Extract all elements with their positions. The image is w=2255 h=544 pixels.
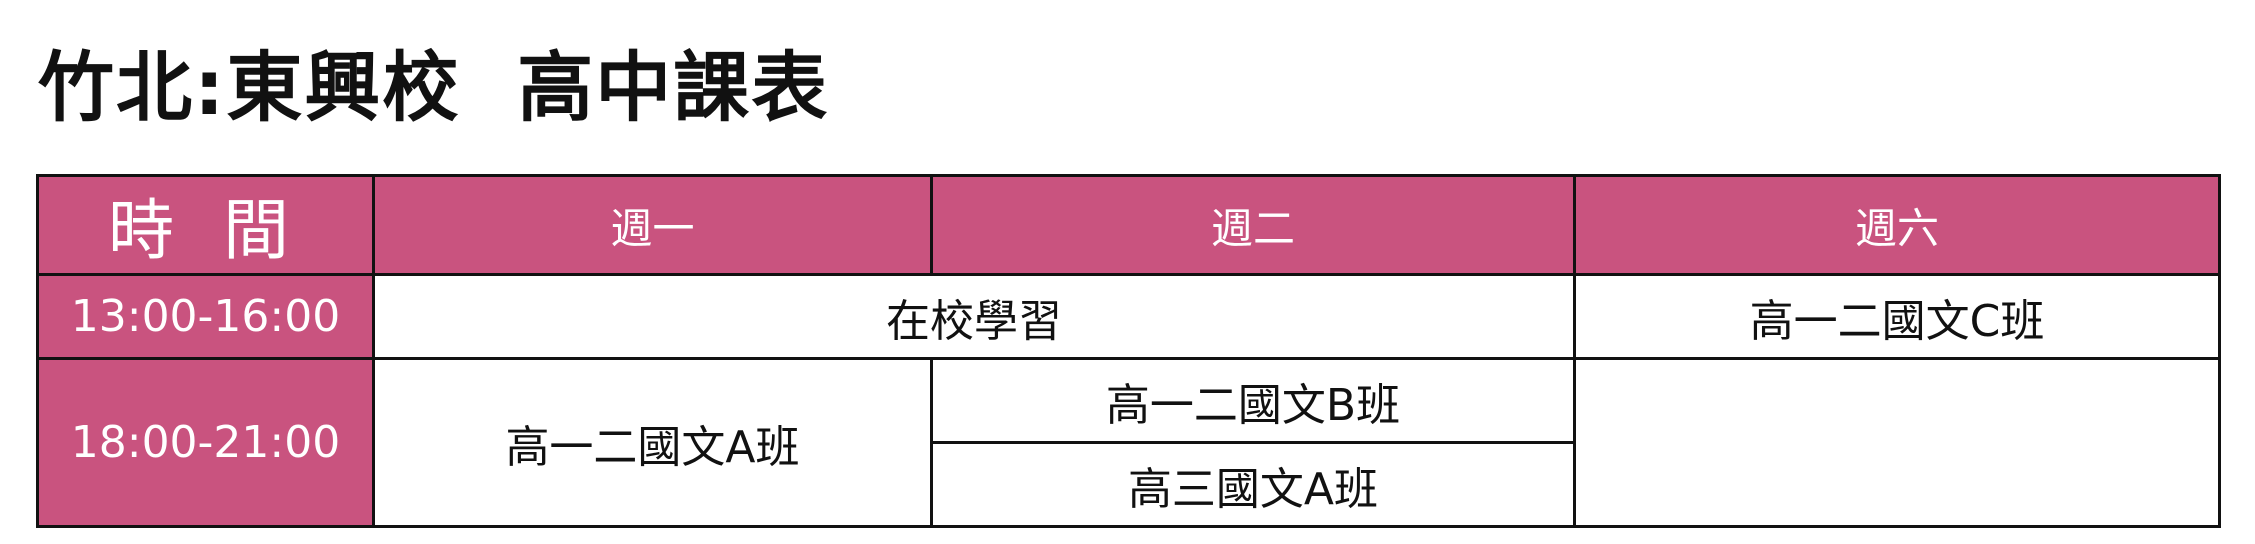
table-row: 18:00-21:00 高一二國文A班 高一二國文B班 xyxy=(36,357,2221,528)
page-title: 竹北:東興校 高中課表 xyxy=(38,43,830,132)
slot-tue-evening-2: 高三國文A班 xyxy=(930,441,1576,528)
slot-sat-afternoon: 高一二國文C班 xyxy=(1573,273,2221,360)
table-row: 13:00-16:00 在校學習 高一二國文C班 xyxy=(36,273,2221,360)
header-row: 時 間 週一 週二 週六 xyxy=(36,174,2221,276)
time-slot-afternoon: 13:00-16:00 xyxy=(36,273,375,360)
slot-sat-evening xyxy=(1573,357,2221,528)
header-time: 時 間 xyxy=(36,174,375,276)
header-monday: 週一 xyxy=(372,174,933,276)
table-row: 高三國文A班 xyxy=(38,441,2220,528)
schedule-table: 時 間 週一 週二 週六 13:00-16:00 在校學習 高一二國文C班 18… xyxy=(36,174,2221,528)
slot-mon-evening: 高一二國文A班 xyxy=(372,357,933,528)
header-tuesday: 週二 xyxy=(930,174,1576,276)
slot-mon-tue-afternoon: 在校學習 xyxy=(372,273,1576,360)
header-saturday: 週六 xyxy=(1573,174,2221,276)
slot-tue-evening-1: 高一二國文B班 xyxy=(930,357,1576,444)
time-slot-evening: 18:00-21:00 xyxy=(36,357,375,528)
